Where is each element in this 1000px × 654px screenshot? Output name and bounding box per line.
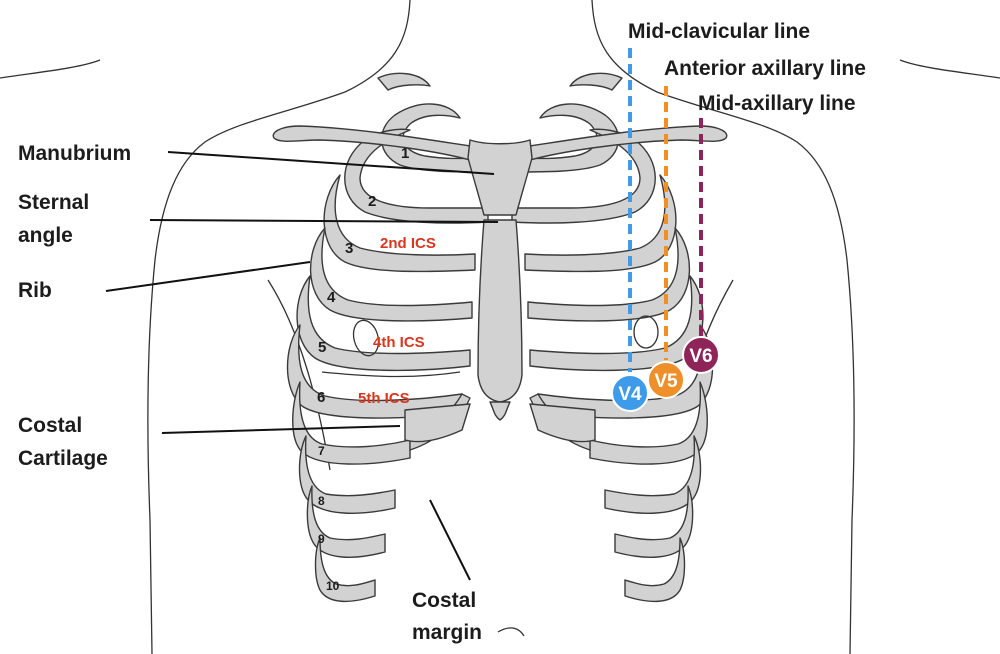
rib-9-right [614, 485, 694, 558]
rib-number-5: 5 [318, 339, 326, 356]
rib-numbers: 1 2 3 4 5 6 7 8 9 10 [317, 145, 409, 593]
anatomy-labels: Manubrium Sternal angle Rib Costal Carti… [18, 142, 482, 644]
costal-margin-label-line2: margin [412, 621, 482, 644]
rib-number-6: 6 [317, 389, 325, 406]
xiphoid [489, 401, 511, 421]
rib-number-1: 1 [401, 145, 409, 162]
rib-4-right [527, 227, 691, 322]
rib-number-9: 9 [318, 532, 325, 546]
rib-5-left [296, 275, 471, 372]
mid-clavicular-line-label: Mid-clavicular line [628, 20, 810, 43]
rib-8-right [604, 435, 702, 514]
ribs [286, 103, 714, 603]
manubrium-bone [467, 139, 533, 216]
rib-3-left [323, 174, 476, 273]
costal-margin-label-line1: Costal [412, 589, 476, 612]
rib-4-left [309, 227, 473, 322]
rib-number-4: 4 [327, 289, 336, 306]
rib-1-right [511, 103, 620, 173]
costal-cartilage [404, 393, 596, 451]
electrode-v5-label: V5 [654, 371, 678, 392]
rib-number-10: 10 [326, 579, 340, 593]
sternal-body [477, 219, 523, 403]
electrode-v6-marker [682, 336, 720, 374]
rib-10-right [624, 537, 686, 603]
ics-4th-label: 4th ICS [373, 334, 425, 351]
ics-5th-label: 5th ICS [358, 390, 410, 407]
rib-2-left [344, 128, 489, 224]
sternal-angle-label-line2: angle [18, 224, 73, 247]
rib-number-3: 3 [345, 240, 353, 257]
reference-lines [628, 48, 703, 372]
sternum [467, 139, 533, 421]
clavicle-right [529, 125, 728, 161]
electrode-v6-label: V6 [689, 346, 712, 367]
clavicle-left [272, 125, 471, 161]
rib-label: Rib [18, 279, 52, 302]
electrode-v4-label: V4 [618, 384, 642, 405]
rib-10-left [314, 537, 376, 603]
costal-cartilage-label-line2: Cartilage [18, 447, 108, 470]
electrodes: V4 V5 V6 [611, 336, 720, 412]
rib-9-left [306, 485, 386, 558]
leader-lines [105, 151, 525, 637]
mid-axillary-line-label: Mid-axillary line [698, 92, 856, 115]
sternal-angle-label-line1: Sternal [18, 191, 89, 214]
rib-8-left [298, 435, 396, 514]
ics-labels: 2nd ICS 4th ICS 5th ICS [358, 235, 436, 407]
rib-5-right [529, 275, 704, 372]
anterior-axillary-line-label: Anterior axillary line [664, 57, 866, 80]
ics-2nd-label: 2nd ICS [380, 235, 436, 252]
rib-3-right [524, 174, 677, 273]
rib-2-right [511, 128, 656, 224]
pad-outlines [352, 315, 659, 357]
rib-7-left [292, 381, 411, 465]
electrode-v5-marker [647, 361, 685, 399]
rib-7-right [589, 381, 708, 465]
reference-line-labels: Mid-clavicular line Anterior axillary li… [628, 20, 866, 115]
manubrium-label: Manubrium [18, 142, 131, 165]
electrode-v4-marker [611, 374, 649, 412]
costal-cartilage-label-line1: Costal [18, 414, 82, 437]
rib-1-left [380, 103, 489, 173]
rib-number-2: 2 [368, 193, 376, 210]
clavicles [272, 72, 728, 161]
rib-number-7: 7 [318, 444, 325, 458]
rib-number-8: 8 [318, 494, 325, 508]
